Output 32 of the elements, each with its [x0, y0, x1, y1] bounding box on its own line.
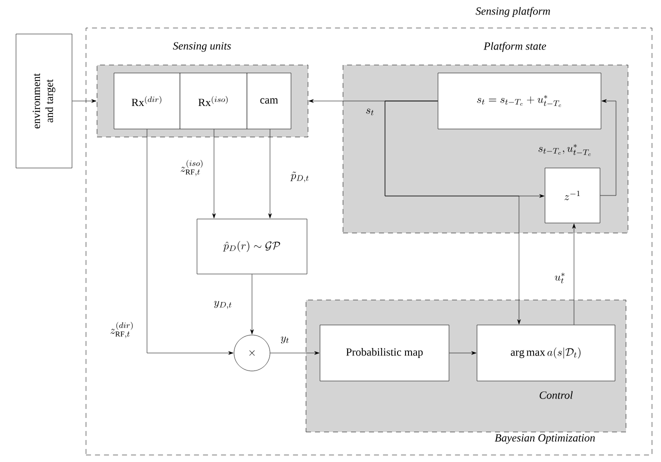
process-box: Probabilistic map — [320, 324, 450, 382]
formula-box: $\mathrm{Rx}^{(iso)}$ — [180, 72, 248, 130]
edge-label: $z^{(dir)}_{\mathrm{RF},t}$ — [110, 322, 133, 338]
arrow — [384, 100, 521, 324]
edge-label: $\tilde{p}_{D,t}$ — [290, 172, 309, 182]
arrow — [268, 129, 272, 218]
formula-box: $s_t = s_{t-T_c} + u^*_{t-T_c}$ — [438, 72, 602, 130]
formula-box: $\mathrm{Rx}^{(dir)}$ — [114, 72, 180, 130]
group-heading: Bayesian Optimization — [494, 434, 595, 444]
arrow — [212, 129, 216, 218]
edge-label: $s_t$ — [366, 108, 374, 116]
group-heading: Sensing units — [172, 42, 231, 52]
formula-box: $z^{-1}$ — [544, 168, 600, 224]
formula-box: $\arg\max a(s|\mathcal{D}_t)$ — [476, 324, 616, 382]
arrow — [270, 351, 320, 355]
arrow — [449, 351, 476, 355]
arrow — [600, 99, 616, 196]
group-heading: Platform state — [484, 42, 546, 52]
edge-label: $z^{(iso)}_{\mathrm{RF},t}$ — [180, 160, 202, 176]
process-box: cam — [246, 72, 292, 130]
edge-label: $y_{D,t}$ — [214, 300, 232, 309]
group-heading: Sensing platform — [476, 6, 550, 18]
arrow — [572, 224, 576, 325]
arrow — [146, 129, 234, 355]
edge-label: $u^*_t$ — [554, 272, 564, 284]
edge-label: $s_{t-T_c}, u^*_{t-T_c}$ — [538, 144, 591, 156]
edge-label: $y_t$ — [280, 336, 289, 344]
arrow — [250, 274, 254, 334]
group-heading: Control — [540, 391, 573, 399]
arrow — [72, 99, 96, 103]
input-box: environment and target — [16, 34, 72, 168]
formula-box: $\hat{p}_D(r) \sim \mathcal{GP}$ — [196, 218, 308, 274]
